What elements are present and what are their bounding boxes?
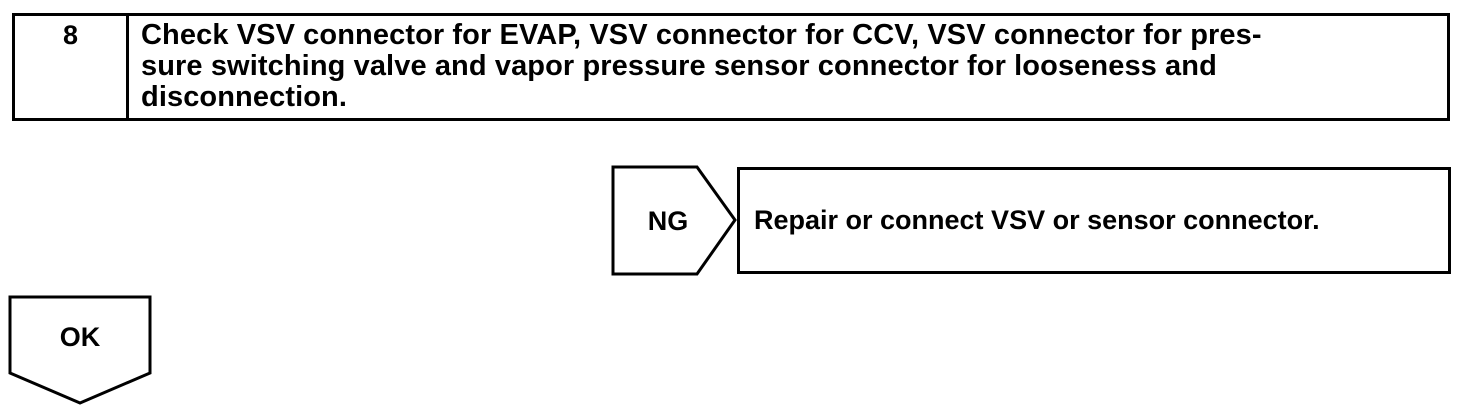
ng-result-text: Repair or connect VSV or sensor connecto… xyxy=(754,205,1320,235)
step-box: 8 Check VSV connector for EVAP, VSV conn… xyxy=(12,13,1450,121)
ok-arrow-shape xyxy=(8,295,152,405)
step-instruction-line-3: disconnection. xyxy=(141,81,348,113)
step-instruction-line-2: sure switching valve and vapor pressure … xyxy=(141,50,1217,82)
step-number: 8 xyxy=(15,16,129,118)
ng-arrow-shape xyxy=(611,165,737,276)
ng-result-box: Repair or connect VSV or sensor connecto… xyxy=(737,167,1451,274)
step-instruction: Check VSV connector for EVAP, VSV connec… xyxy=(129,16,1447,118)
step-instruction-line-1: Check VSV connector for EVAP, VSV connec… xyxy=(141,19,1262,51)
ok-label: OK xyxy=(59,322,101,352)
ng-label: NG xyxy=(647,206,689,236)
